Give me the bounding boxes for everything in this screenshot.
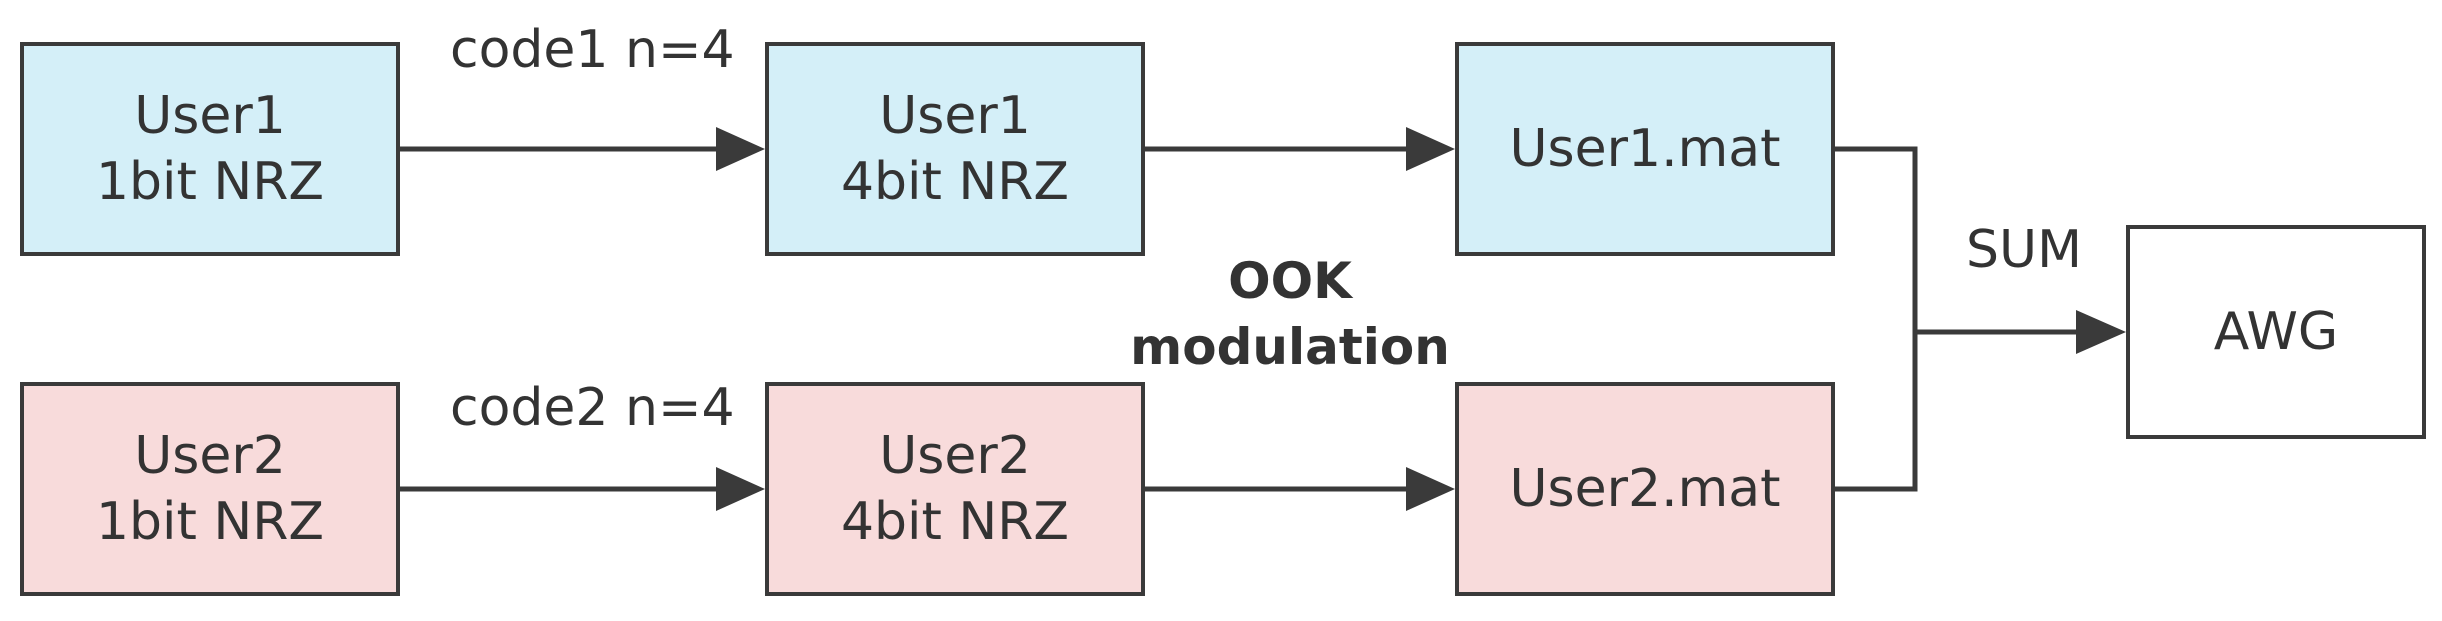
box-label-line2: 4bit NRZ [840,152,1070,212]
box-label-line1: AWG [2213,302,2339,362]
box-label-line2: 1bit NRZ [95,152,325,212]
user1-1bit-nrz-box: User1 1bit NRZ [20,42,400,256]
sum-label: SUM [1966,220,2082,280]
box-label-line1: User2.mat [1509,459,1781,519]
arrow-user1-1bit-to-4bit [400,127,765,171]
arrow-user1-4bit-to-mat [1145,127,1455,171]
arrow-user2-4bit-to-mat [1145,467,1455,511]
arrow-user2-1bit-to-4bit [400,467,765,511]
ook-label-line1: OOK [1228,252,1352,310]
sum-merge-connector [1835,146,2126,492]
box-label-line1: User1.mat [1509,119,1781,179]
ook-modulation-label: OOK modulation [1120,248,1460,380]
box-label-line2: 4bit NRZ [840,492,1070,552]
box-label-line1: User1 [134,86,286,146]
box-label-line1: User2 [134,426,286,486]
box-label-line2: 1bit NRZ [95,492,325,552]
code1-label: code1 n=4 [450,20,735,80]
user2-4bit-nrz-box: User2 4bit NRZ [765,382,1145,596]
user2-mat-box: User2.mat [1455,382,1835,596]
user2-1bit-nrz-box: User2 1bit NRZ [20,382,400,596]
ook-label-line2: modulation [1130,318,1450,376]
code2-label: code2 n=4 [450,378,735,438]
box-label-line1: User2 [879,426,1031,486]
user1-4bit-nrz-box: User1 4bit NRZ [765,42,1145,256]
box-label-line1: User1 [879,86,1031,146]
user1-mat-box: User1.mat [1455,42,1835,256]
awg-box: AWG [2126,225,2426,439]
